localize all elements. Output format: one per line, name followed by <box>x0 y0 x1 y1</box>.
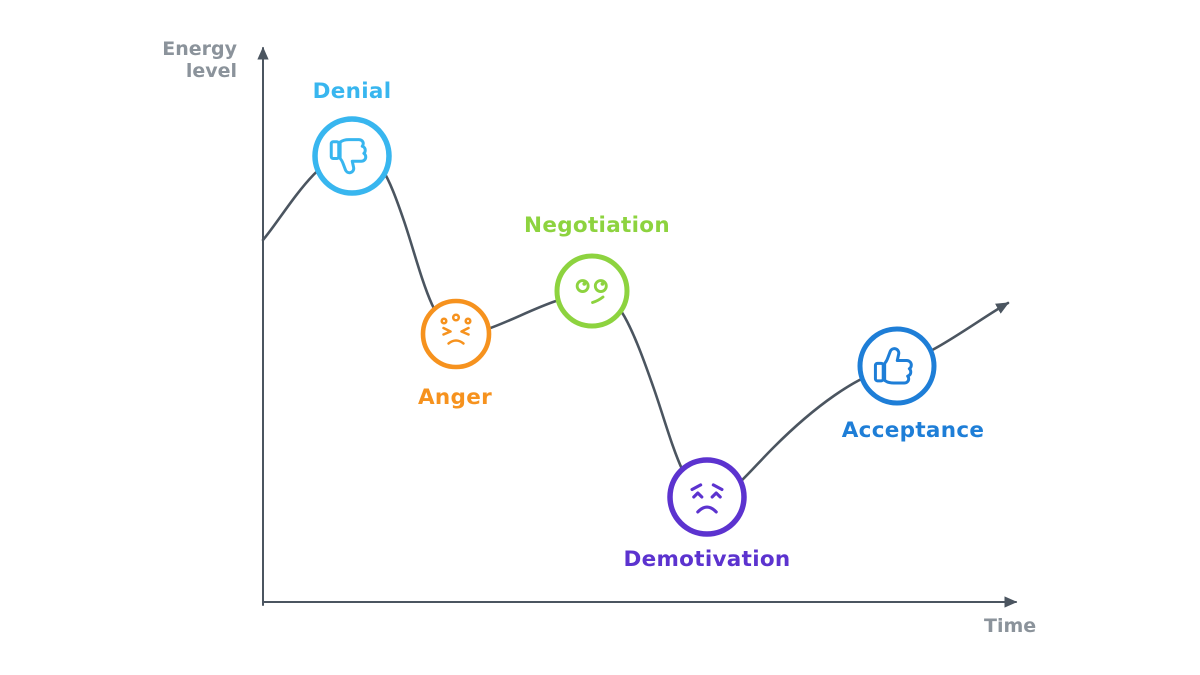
thumbs-down-icon <box>329 138 368 175</box>
left-closed-eye <box>692 491 704 499</box>
right-closed-eye <box>710 491 722 499</box>
left-eyebrow <box>690 483 703 492</box>
smirk-mouth <box>591 295 605 304</box>
stage-denial <box>312 116 392 196</box>
frown-mouth <box>447 339 465 345</box>
stage-label-anger: Anger <box>417 385 493 410</box>
stage-circle <box>312 116 392 196</box>
left-eye <box>575 279 590 293</box>
angry-face-icon <box>440 313 472 345</box>
stage-anger <box>420 298 492 370</box>
stage-negotiation <box>554 253 630 329</box>
pondering-face-icon <box>575 279 608 304</box>
stage-acceptance <box>857 326 937 406</box>
thumbs-up-icon <box>873 347 913 385</box>
right-eye <box>593 279 608 293</box>
right-eyebrow <box>711 483 724 492</box>
y-axis-label: Energy level <box>162 38 237 83</box>
left-angry-eye <box>442 326 452 336</box>
stage-circle <box>667 457 747 537</box>
steam-puff-icon <box>464 317 472 325</box>
stage-label-negotiation: Negotiation <box>524 213 670 238</box>
sad-face-icon <box>690 483 724 514</box>
stage-demotivation <box>667 457 747 537</box>
stage-label-demotivation: Demotivation <box>623 547 791 572</box>
steam-puff-icon <box>451 313 461 322</box>
energy-curve <box>261 149 1010 499</box>
steam-puff-icon <box>440 317 448 325</box>
right-angry-eye <box>460 326 470 336</box>
stage-label-denial: Denial <box>312 79 392 104</box>
right-pupil <box>600 281 605 286</box>
thumb-hand <box>883 347 913 385</box>
x-axis-label: Time <box>984 615 1037 637</box>
stage-circle <box>857 326 937 406</box>
thumb-hand <box>338 138 368 175</box>
left-pupil <box>582 281 587 286</box>
frown-mouth <box>696 505 718 514</box>
stage-circle <box>554 253 630 329</box>
stage-circle <box>420 298 492 370</box>
stage-label-acceptance: Acceptance <box>841 418 985 443</box>
